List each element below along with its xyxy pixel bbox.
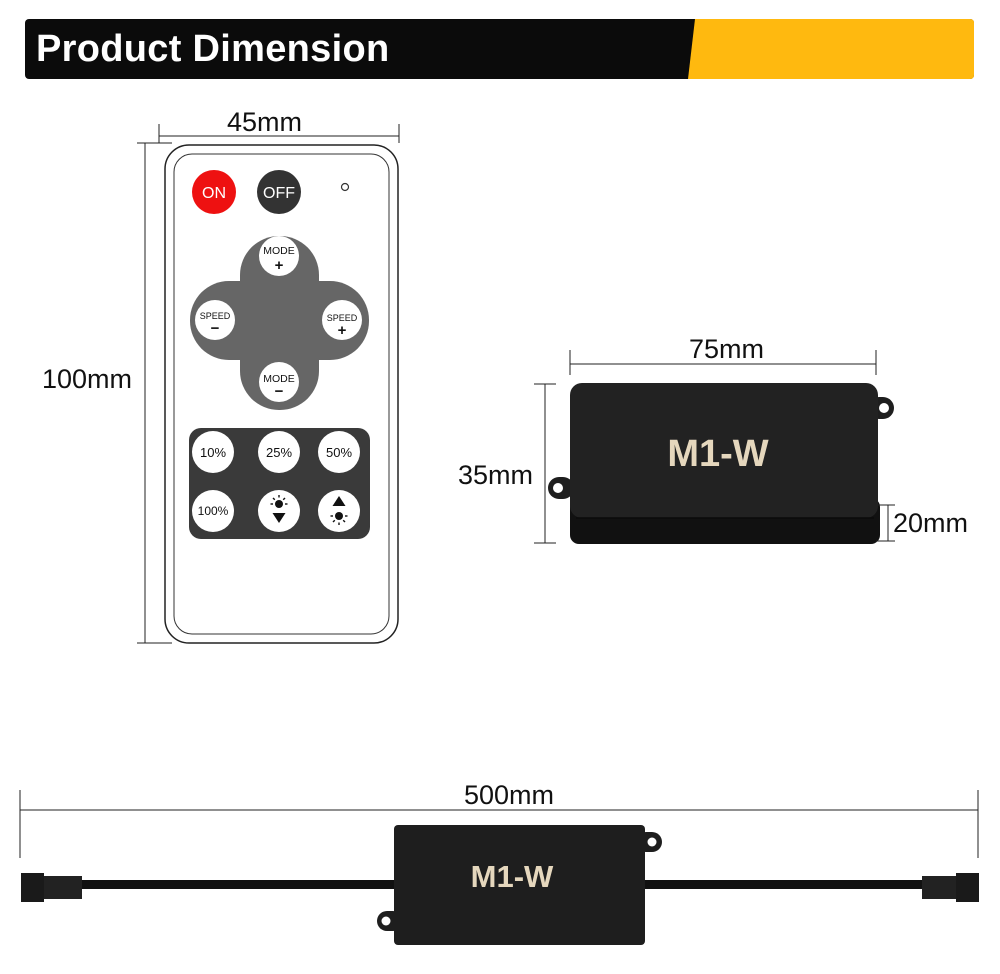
brightness-10-label: 10% xyxy=(200,445,226,460)
plus-sign: + xyxy=(338,322,347,339)
controller-width-label: 75mm xyxy=(689,334,765,364)
header-accent-stripe xyxy=(688,19,974,79)
mode-plus-label: MODE xyxy=(263,245,295,257)
remote-width-dimension-line xyxy=(158,124,400,143)
controller-box: M1-W xyxy=(548,383,894,544)
brightness-up-button[interactable] xyxy=(318,490,360,532)
off-button[interactable]: OFF xyxy=(257,170,301,214)
speed-plus-button[interactable]: SPEED + xyxy=(322,300,362,340)
minus-sign: − xyxy=(275,383,284,400)
controller-width-dimension-line xyxy=(569,350,877,375)
brightness-25-label: 25% xyxy=(266,445,292,460)
cable-controller-box xyxy=(394,825,645,945)
brightness-25-button[interactable]: 25% xyxy=(258,431,300,473)
cable-assembly: M1-W xyxy=(21,825,979,945)
brightness-down-icon xyxy=(270,495,288,523)
mode-minus-button[interactable]: MODE − xyxy=(259,362,299,402)
brightness-down-button[interactable] xyxy=(258,490,300,532)
right-connector xyxy=(922,873,979,902)
controller-height-dimension-line xyxy=(534,383,556,544)
remote-width-label: 45mm xyxy=(227,107,303,137)
header-banner-shape xyxy=(25,19,974,79)
direction-pad xyxy=(190,236,369,410)
brightness-50-label: 50% xyxy=(326,445,352,460)
cable-controller-model-label: M1-W xyxy=(471,859,554,894)
cable-length-label: 500mm xyxy=(464,780,555,810)
speed-minus-button[interactable]: SPEED − xyxy=(195,300,235,340)
brightness-100-label: 100% xyxy=(198,504,229,518)
on-button[interactable]: ON xyxy=(192,170,236,214)
header-banner: Product Dimension xyxy=(0,0,1000,100)
plus-sign: + xyxy=(275,257,284,274)
speed-plus-label: SPEED xyxy=(327,313,358,323)
speed-minus-label: SPEED xyxy=(200,311,231,321)
mounting-tab-left xyxy=(548,477,574,499)
controller-height-label: 35mm xyxy=(458,460,534,490)
brightness-50-button[interactable]: 50% xyxy=(318,431,360,473)
left-connector xyxy=(21,873,82,902)
on-button-label: ON xyxy=(202,185,226,202)
remote-control: ON OFF MODE + MODE − SPEED − xyxy=(164,144,399,644)
cable-length-dimension-line xyxy=(19,790,979,858)
minus-sign: − xyxy=(211,320,220,337)
remote-height-dimension-line xyxy=(137,142,172,644)
brightness-up-icon xyxy=(330,496,348,525)
remote-height-label: 100mm xyxy=(42,364,133,394)
controller-model-label: M1-W xyxy=(667,433,768,475)
mode-minus-label: MODE xyxy=(263,373,295,385)
brightness-10-button[interactable]: 10% xyxy=(192,431,234,473)
indicator-led-icon xyxy=(340,182,350,192)
mode-plus-button[interactable]: MODE + xyxy=(259,236,299,276)
controller-box-lid xyxy=(570,383,878,518)
controller-depth-dimension-line xyxy=(876,504,895,542)
off-button-label: OFF xyxy=(263,185,295,202)
page-title: Product Dimension xyxy=(36,28,390,70)
controller-depth-label: 20mm xyxy=(893,508,969,538)
brightness-100-button[interactable]: 100% xyxy=(192,490,234,532)
